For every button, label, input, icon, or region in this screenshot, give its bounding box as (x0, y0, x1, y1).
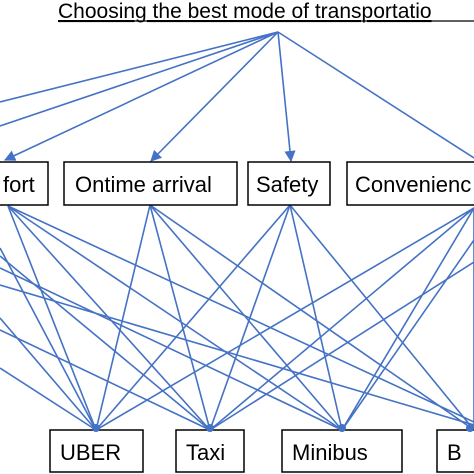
edge-ontime-minibus (149, 204, 343, 431)
goal-edge-convenience (277, 31, 474, 159)
alternative-bus: B (436, 429, 474, 473)
edge-offscreen-uber-3 (0, 367, 97, 431)
junction-taxi (206, 424, 214, 432)
edge-convenience-minibus (341, 207, 474, 431)
edge-comfort-bus (7, 205, 474, 423)
goal-edge-offscreen-2 (0, 31, 279, 127)
criterion-ontime-arrival-label: Ontime arrival (75, 172, 212, 197)
junction-bus (466, 424, 474, 432)
criterion-comfort: fort (0, 161, 49, 206)
alternative-minibus-box (281, 429, 403, 473)
edge-comfort-uber (7, 205, 97, 431)
edge-comfort-minibus (7, 205, 343, 431)
edge-convenience-uber (95, 207, 474, 431)
junction-minibus (338, 424, 346, 432)
edge-offscreen-taxi-2 (0, 329, 211, 431)
edge-safety-minibus (289, 204, 343, 431)
criterion-convenience: Convenienc (346, 161, 474, 206)
edge-convenience-taxi (209, 207, 474, 431)
edge-offscreen-minibus-1 (0, 267, 343, 431)
criterion-safety: Safety (247, 161, 331, 206)
alternative-minibus: Minibus (281, 429, 403, 473)
criterion-safety-box (247, 161, 331, 206)
alternatives-row: UBER Taxi Minibus B (49, 429, 474, 473)
edge-safety-bus (289, 204, 474, 431)
alternative-minibus-label: Minibus (292, 440, 368, 465)
criterion-comfort-box (0, 161, 49, 206)
edge-offscreen-uber-1 (0, 247, 97, 431)
alternative-uber-label: UBER (60, 440, 121, 465)
criterion-ontime-arrival: Ontime arrival (63, 161, 238, 206)
alternative-taxi-label: Taxi (186, 440, 225, 465)
alternative-uber: UBER (49, 429, 144, 473)
criteria-edges (0, 204, 474, 431)
edge-ontime-taxi (149, 204, 211, 431)
edge-safety-taxi (209, 204, 291, 431)
criterion-convenience-label: Convenienc (355, 172, 471, 197)
edge-convenience-extra-1 (341, 239, 474, 431)
goal-edges (0, 31, 474, 163)
goal-edge-safety (277, 31, 296, 163)
alternative-bus-label: B (447, 440, 462, 465)
edge-ontime-bus (149, 204, 474, 431)
criterion-comfort-label: fort (3, 172, 35, 197)
goal-edge-offscreen-1 (0, 31, 279, 103)
criterion-convenience-box (346, 161, 474, 206)
criterion-ontime-arrival-box (63, 161, 238, 206)
goal-edge-comfort (3, 31, 279, 161)
alternative-junctions (92, 424, 474, 432)
alternative-taxi: Taxi (175, 429, 245, 473)
edge-convenience-extra-2 (209, 261, 474, 431)
junction-uber (92, 424, 100, 432)
edge-safety-uber (95, 204, 291, 431)
edge-ontime-uber (95, 204, 151, 431)
edge-offscreen-uber-2 (0, 317, 97, 431)
goal-edge-ontime-arrival (150, 31, 279, 162)
criteria-row: fort Ontime arrival Safety Convenienc (0, 161, 474, 206)
criterion-safety-label: Safety (256, 172, 318, 197)
diagram-title: Choosing the best mode of transportatio (58, 0, 432, 23)
